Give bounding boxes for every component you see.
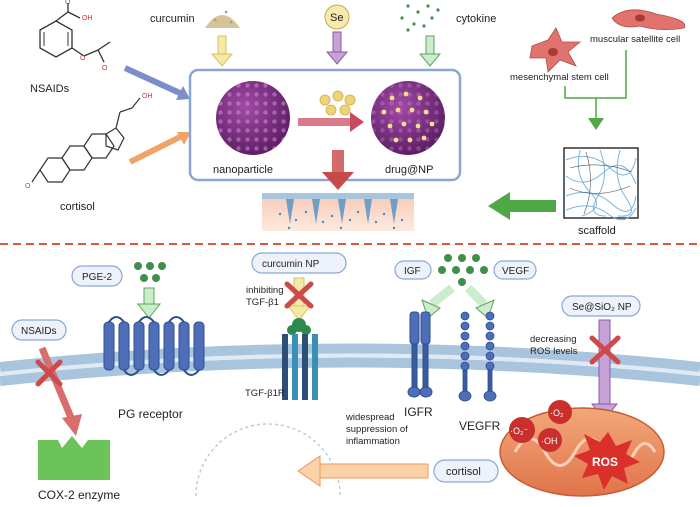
ros-label: ROS [592, 455, 618, 469]
nsaids-pill: NSAIDs [11, 319, 67, 341]
decreasing-line1: decreasing [530, 334, 576, 345]
pge2-pill: PGE-2 [71, 265, 123, 287]
loading-arrow [298, 112, 364, 132]
pge2-ligand-dots-icon [134, 262, 166, 282]
vegf-pill: VEGF [493, 260, 537, 280]
svg-text:·O₂⁻: ·O₂⁻ [510, 426, 528, 436]
widespread-line1: widespread [345, 412, 395, 423]
pg-receptor-icon [103, 321, 205, 371]
pge2-pill-label: PGE-2 [82, 272, 112, 283]
svg-text:·OH: ·OH [541, 436, 558, 446]
tgfb1r-receptor-icon [282, 318, 318, 400]
nsaids-label: NSAIDs [30, 83, 70, 95]
se-label: Se [330, 12, 343, 24]
igf-pill: IGF [394, 260, 432, 280]
svg-text:O: O [102, 65, 108, 72]
ros-burst-icon: ROS [574, 432, 640, 490]
cortisol-oh-mark: OH [142, 93, 153, 100]
mesenchymal-label: mesenchymal stem cell [510, 72, 609, 83]
svg-text:·O₂: ·O₂ [550, 408, 564, 418]
curcumin-down-arrow [210, 35, 234, 67]
cytokine-down-arrow [418, 35, 442, 67]
scaffold-mesh-icon [563, 147, 639, 221]
pg-receptor-loops [108, 316, 185, 323]
igfr-label: IGFR [404, 405, 433, 419]
drug-np-label: drug@NP [385, 164, 433, 176]
cortisol-o-mark: O [25, 183, 31, 190]
nanoparticle-sphere-icon [216, 81, 290, 155]
curcumin-label: curcumin [150, 13, 195, 25]
cortisol-arrow [128, 132, 191, 165]
nanoparticle-label: nanoparticle [213, 164, 273, 176]
pg-receptor-lower-loops [123, 369, 200, 376]
muscular-satellite-label: muscular satellite cell [590, 34, 680, 45]
drug-np-sphere-icon [371, 81, 445, 155]
nsaids-arrow [123, 65, 190, 100]
mesenchymal-stem-cell-icon [529, 27, 582, 73]
scaffold-to-skin-arrow [488, 192, 556, 220]
nsaids-molecule-icon: OH O O O [39, 0, 111, 72]
se-down-arrow [325, 31, 349, 65]
cells-to-scaffold-arrow [588, 118, 604, 130]
se-sio2-pill-label: Se@SiO₂ NP [572, 302, 632, 313]
tgf-block-x-icon [284, 281, 314, 309]
widespread-line3: inflammation [346, 436, 400, 447]
nanoparticle-loading-box [188, 68, 462, 182]
svg-text:O: O [80, 55, 86, 62]
svg-text:O: O [65, 0, 71, 6]
curcumin-powder-icon [205, 10, 240, 28]
se-nanoparticles-icon [319, 90, 356, 116]
cells-bracket-connector [564, 50, 627, 118]
curcumin-np-pill: curcumin NP [251, 252, 347, 274]
cox2-label: COX-2 enzyme [38, 488, 120, 502]
growth-factor-dots-icon [438, 254, 488, 286]
muscular-satellite-cell-icon [611, 9, 686, 30]
vegfr-receptor-icon [458, 311, 497, 402]
widespread-line2: suppression of [346, 424, 408, 435]
o2-radical-1: ·O₂⁻ [509, 417, 535, 443]
cortisol-to-nucleus-arrow [297, 455, 429, 487]
vegfr-label: VEGFR [459, 419, 501, 433]
nsaids-block-x-icon [35, 359, 63, 387]
delivery-down-arrow [322, 150, 354, 190]
pge2-down-arrow [136, 287, 162, 319]
se-sio2-np-pill: Se@SiO₂ NP [561, 295, 641, 317]
se-element-icon [324, 4, 350, 30]
curcumin-np-pill-label: curcumin NP [262, 259, 320, 270]
igf-pill-label: IGF [404, 266, 421, 277]
inhibiting-line2: TGF-β1 [246, 297, 279, 308]
cortisol-pill-label: cortisol [446, 466, 481, 478]
cytokine-particles-icon [400, 4, 440, 32]
nsaids-pill-label: NSAIDs [21, 326, 57, 337]
vegf-pill-label: VEGF [502, 266, 529, 277]
pg-receptor-label: PG receptor [118, 407, 183, 421]
microneedle-skin-icon [262, 193, 414, 231]
cortisol-label: cortisol [60, 201, 95, 213]
cox2-enzyme-shape [38, 436, 110, 480]
o2-radical-2: ·O₂ [548, 400, 572, 424]
igfr-receptor-icon [407, 311, 433, 398]
inhibiting-line1: inhibiting [246, 285, 284, 296]
scaffold-label: scaffold [578, 225, 616, 237]
svg-text:OH: OH [82, 15, 93, 22]
cortisol-molecule-icon [31, 97, 141, 183]
decreasing-line2: ROS levels [530, 346, 578, 357]
ros-block-x-icon [589, 335, 621, 365]
cortisol-pill: cortisol [433, 459, 499, 483]
oh-radical: ·OH [538, 428, 562, 452]
cytokine-label: cytokine [456, 13, 496, 25]
tgfb1r-label: TGF-β1R [245, 388, 285, 399]
